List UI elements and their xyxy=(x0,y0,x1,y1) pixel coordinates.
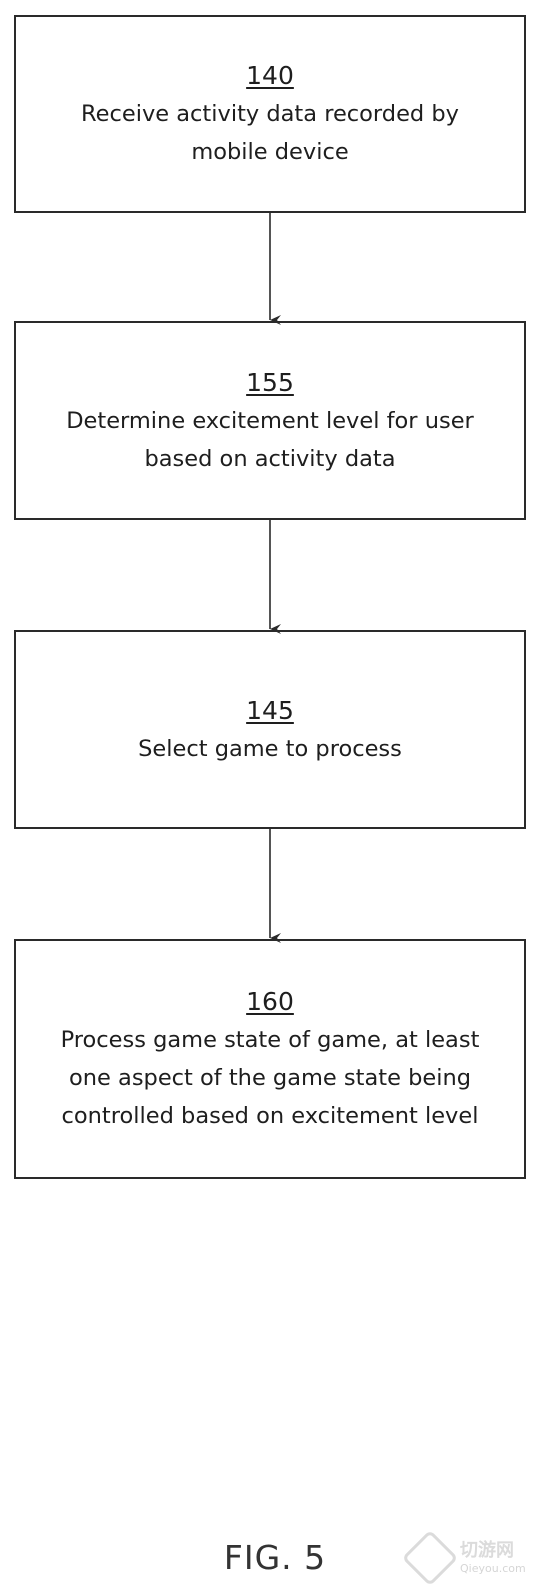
step-number: 140 xyxy=(246,61,294,90)
step-box-145: 145 Select game to process xyxy=(14,630,526,829)
step-text-line: controlled based on excitement level xyxy=(61,1103,479,1129)
watermark-logo-icon xyxy=(401,1529,459,1587)
watermark-url: Qieyou.com xyxy=(460,1562,526,1575)
step-text-line: Determine excitement level for user xyxy=(66,407,474,434)
step-number: 160 xyxy=(246,987,294,1016)
step-text-line: Receive activity data recorded by xyxy=(81,101,459,127)
step-number: 145 xyxy=(246,695,294,725)
figure-label: FIG. 5 xyxy=(223,1538,327,1577)
step-text-line: one aspect of the game state being xyxy=(69,1065,471,1091)
step-text-line: Select game to process xyxy=(138,735,402,762)
step-text-line: mobile device xyxy=(191,139,349,165)
step-box-155: 155 Determine excitement level for user … xyxy=(14,321,526,520)
step-box-140: 140 Receive activity data recorded by mo… xyxy=(14,15,526,213)
step-box-160: 160 Process game state of game, at least… xyxy=(14,939,526,1179)
step-number: 155 xyxy=(246,367,294,397)
step-text-line: based on activity data xyxy=(144,445,396,472)
watermark: 切游网 Qieyou.com xyxy=(401,1529,544,1587)
watermark-name: 切游网 xyxy=(460,1540,514,1561)
step-text-line: Process game state of game, at least xyxy=(60,1027,480,1053)
